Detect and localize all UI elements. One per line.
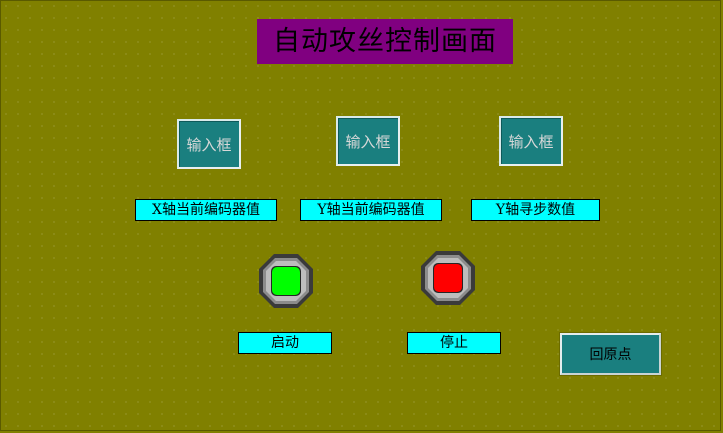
x-encoder-input[interactable]: 输入框 bbox=[177, 119, 241, 169]
start-button[interactable] bbox=[258, 253, 314, 309]
x-encoder-label: X轴当前编码器值 bbox=[135, 199, 277, 221]
y-encoder-input[interactable]: 输入框 bbox=[336, 116, 400, 166]
start-lamp-icon bbox=[259, 254, 313, 308]
y-seek-label: Y轴寻步数值 bbox=[471, 199, 600, 221]
stop-label: 停止 bbox=[407, 332, 501, 354]
screen-title: 自动攻丝控制画面 bbox=[257, 19, 513, 64]
y-encoder-label: Y轴当前编码器值 bbox=[300, 199, 442, 221]
y-seek-input[interactable]: 输入框 bbox=[499, 116, 563, 166]
start-label: 启动 bbox=[238, 332, 332, 354]
stop-lamp-icon bbox=[421, 251, 475, 305]
stop-button[interactable] bbox=[420, 250, 476, 306]
return-home-button[interactable]: 回原点 bbox=[559, 332, 662, 376]
